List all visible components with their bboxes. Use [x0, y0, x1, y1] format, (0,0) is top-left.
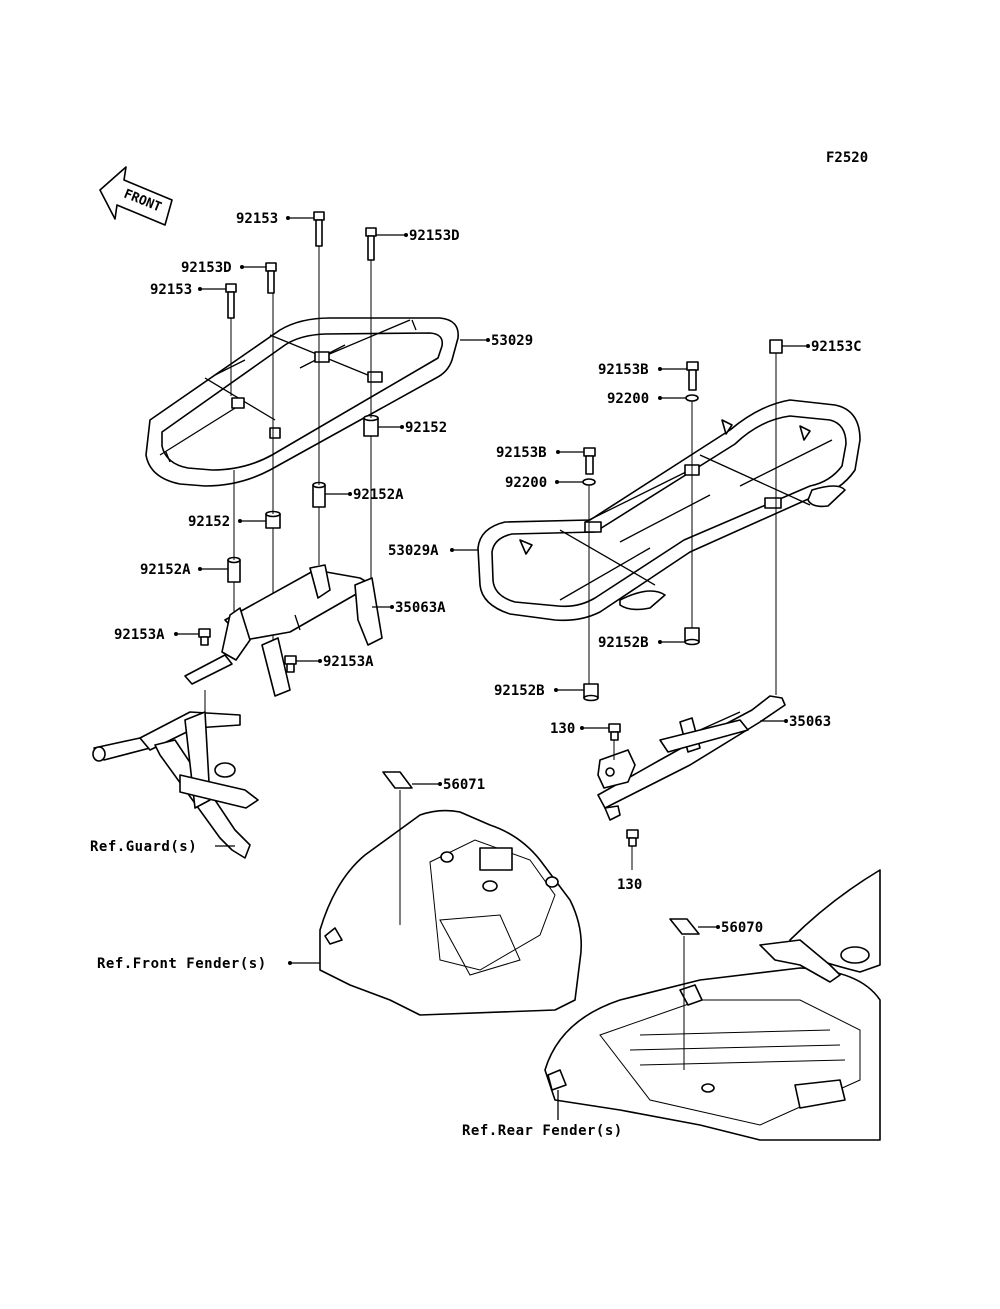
bolt-92153-top	[313, 211, 325, 247]
label-92153-top: 92153	[236, 211, 278, 227]
bolt-92153c	[769, 339, 783, 354]
label-92153a-right: 92153A	[323, 654, 374, 670]
label-35063: 35063	[789, 714, 831, 730]
label-92153-left: 92153	[150, 282, 192, 298]
label-92153b-upper: 92153B	[598, 362, 649, 378]
label-92152b-upper: 92152B	[598, 635, 649, 651]
spacer-92152-right	[363, 414, 379, 437]
label-92153d-left: 92153D	[181, 260, 232, 276]
spacer-92152b-upper	[684, 627, 700, 646]
label-56070: 56070	[721, 920, 763, 936]
leader-lines	[176, 217, 808, 1120]
bolt-130-lower	[626, 829, 639, 847]
label-92153d-right: 92153D	[409, 228, 460, 244]
front-carrier-53029	[145, 317, 459, 487]
label-92152a-left: 92152A	[140, 562, 191, 578]
label-56071: 56071	[443, 777, 485, 793]
rear-carrier-53029a	[477, 399, 861, 622]
label-92152-right: 92152	[405, 420, 447, 436]
rear-fender-ref	[544, 869, 881, 1141]
rear-bracket-35063	[597, 695, 786, 821]
label-92153c: 92153C	[811, 339, 862, 355]
decal-56070	[669, 918, 700, 1070]
bolt-92153a-right	[284, 655, 297, 673]
spacer-92152b-lower	[583, 683, 599, 702]
spacer-92152a-mid	[312, 481, 326, 508]
front-guard-ref	[92, 690, 259, 859]
label-130-lower: 130	[617, 877, 642, 893]
bolt-92153d-left	[265, 262, 277, 294]
ref-rear-fender-label: Ref.Rear Fender(s)	[462, 1123, 623, 1139]
label-92152b-lower: 92152B	[494, 683, 545, 699]
ref-front-fender-label: Ref.Front Fender(s)	[97, 956, 267, 972]
decal-56071	[382, 771, 413, 925]
front-bracket-35063a	[184, 564, 383, 697]
bolt-92153b-upper	[686, 361, 699, 391]
label-92152-left: 92152	[188, 514, 230, 530]
bolt-130-upper	[608, 723, 621, 741]
ref-guard-label: Ref.Guard(s)	[90, 839, 197, 855]
spacer-92152a-left	[227, 556, 241, 583]
bolt-92153b-lower	[583, 447, 596, 475]
label-92153a-left: 92153A	[114, 627, 165, 643]
front-arrow-icon: FRONT	[99, 166, 173, 226]
label-35063a: 35063A	[395, 600, 446, 616]
washer-92200-lower	[582, 478, 596, 486]
figure-code: F2520	[826, 150, 868, 166]
washer-92200-upper	[685, 394, 699, 402]
label-130-upper: 130	[550, 721, 575, 737]
front-fender-ref	[319, 809, 583, 1016]
label-92200-upper: 92200	[607, 391, 649, 407]
label-92200-lower: 92200	[505, 475, 547, 491]
label-92153b-lower: 92153B	[496, 445, 547, 461]
label-53029a: 53029A	[388, 543, 439, 559]
bolt-92153a-left	[198, 628, 211, 646]
bolt-92153-left	[225, 283, 237, 319]
label-92152a-mid: 92152A	[353, 487, 404, 503]
leader-dots	[174, 216, 810, 965]
bolt-92153d-right	[365, 227, 377, 261]
label-53029: 53029	[491, 333, 533, 349]
